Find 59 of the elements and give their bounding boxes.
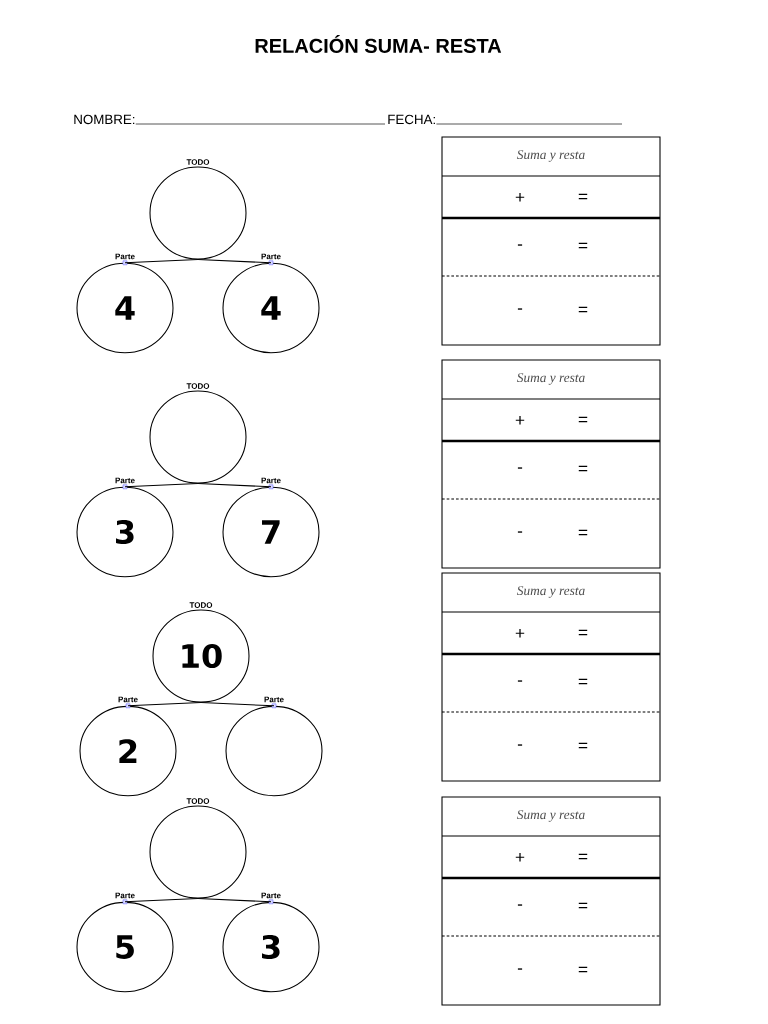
circle-heading: Parte <box>115 892 135 899</box>
circle-heading: Parte <box>118 696 138 703</box>
math-symbol: + <box>515 416 525 425</box>
math-symbol: - <box>517 531 523 533</box>
circle-heading: TODO <box>189 602 213 608</box>
table-header: Suma y resta <box>516 810 585 822</box>
math-symbol: - <box>517 244 523 246</box>
circle-heading: Parte <box>261 253 281 260</box>
circle-heading: TODO <box>186 383 210 389</box>
connector-line <box>200 702 275 707</box>
circle-heading: Parte <box>264 696 284 703</box>
math-symbol: = <box>578 242 588 249</box>
math-symbol: - <box>517 904 523 906</box>
math-symbol: = <box>578 465 588 472</box>
math-symbol: = <box>578 966 588 973</box>
math-symbol: - <box>517 968 523 970</box>
math-symbol: = <box>578 853 588 860</box>
connector-line <box>127 702 202 707</box>
math-symbol: - <box>517 744 523 746</box>
table-header: Suma y resta <box>516 150 585 162</box>
connector-line <box>124 483 199 488</box>
sum-table <box>441 136 661 346</box>
math-symbol: = <box>578 529 588 536</box>
sum-table <box>441 359 661 569</box>
math-symbol: = <box>578 193 588 200</box>
part-circle <box>225 705 323 797</box>
connector-line <box>197 898 272 903</box>
todo-circle <box>149 805 247 899</box>
math-symbol: = <box>578 902 588 909</box>
table-header: Suma y resta <box>516 586 585 598</box>
sum-table <box>441 796 661 1006</box>
form-label: NOMBRE: <box>74 114 135 125</box>
circle-heading: Parte <box>261 892 281 899</box>
math-symbol: - <box>517 467 523 469</box>
connector-line <box>197 259 272 264</box>
title: RELACIÓN SUMA- RESTA <box>255 35 502 53</box>
connector-line <box>124 898 199 903</box>
math-symbol: = <box>578 742 588 749</box>
math-symbol: - <box>517 308 523 310</box>
math-symbol: = <box>578 416 588 423</box>
math-symbol: + <box>515 193 525 202</box>
sum-table <box>441 572 661 782</box>
circle-heading: TODO <box>186 798 210 804</box>
math-symbol: = <box>578 678 588 685</box>
math-symbol: = <box>578 306 588 313</box>
math-symbol: + <box>515 853 525 862</box>
math-symbol: + <box>515 629 525 638</box>
math-symbol: = <box>578 629 588 636</box>
form-label: FECHA: <box>388 114 435 125</box>
table-header: Suma y resta <box>516 373 585 385</box>
circle-heading: Parte <box>115 253 135 260</box>
math-symbol: - <box>517 680 523 682</box>
circle-heading: TODO <box>186 159 210 165</box>
todo-circle <box>149 390 247 484</box>
circle-heading: Parte <box>115 477 135 484</box>
connector-line <box>124 259 199 264</box>
circle-heading: Parte <box>261 477 281 484</box>
todo-circle <box>149 166 247 260</box>
connector-line <box>197 483 272 488</box>
